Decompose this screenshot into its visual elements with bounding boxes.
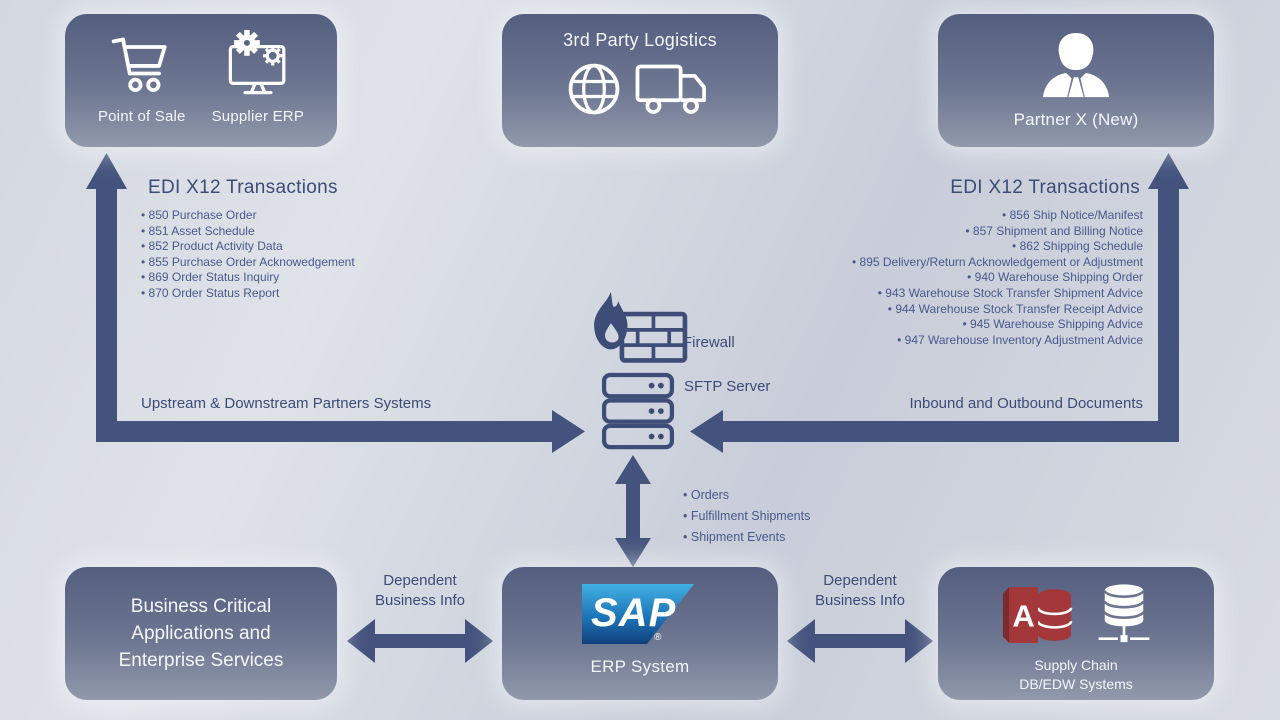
arrow-partners-sftp xyxy=(86,153,585,453)
arrow-partnerx-sftp xyxy=(690,153,1189,453)
arrow-sftp-erp-bidirectional xyxy=(615,455,651,567)
edi-right-list: 856 Ship Notice/Manifest857 Shipment and… xyxy=(852,208,1143,348)
list-item: 944 Warehouse Stock Transfer Receipt Adv… xyxy=(852,302,1143,318)
erp-system-label: ERP System xyxy=(590,657,690,676)
edi-right-title: EDI X12 Transactions xyxy=(950,177,1140,198)
list-item: Fulfillment Shipments xyxy=(683,506,811,527)
erp-flow-list: OrdersFulfillment ShipmentsShipment Even… xyxy=(683,485,811,548)
list-item: 895 Delivery/Return Acknowledgement or A… xyxy=(852,255,1143,271)
business-line1: Business Critical xyxy=(130,596,272,617)
supply-line1: Supply Chain xyxy=(1034,657,1118,673)
box-3rd-party-logistics: 3rd Party Logistics xyxy=(502,14,778,147)
gear-small-icon xyxy=(262,46,283,66)
box-sap-erp: SAP ® ERP System xyxy=(502,567,778,700)
logistics-title: 3rd Party Logistics xyxy=(563,30,717,50)
edi-left-list: 850 Purchase Order851 Asset Schedule852 … xyxy=(141,208,355,302)
box-point-of-sale-supplier-erp: Point of Sale xyxy=(65,14,337,147)
list-item: 945 Warehouse Shipping Advice xyxy=(852,317,1143,333)
list-item: 855 Purchase Order Acknowedgement xyxy=(141,255,355,271)
dependent-info-right: Dependent Business Info xyxy=(785,571,935,611)
list-item: Orders xyxy=(683,485,810,506)
dependent-left-line2: Business Info xyxy=(374,592,466,609)
list-item: 851 Asset Schedule xyxy=(141,224,355,240)
sftp-server-label: SFTP Server xyxy=(684,378,771,395)
list-item: 870 Order Status Report xyxy=(141,286,355,302)
access-database-cylinder xyxy=(1036,589,1073,641)
access-letter: A xyxy=(1012,598,1034,633)
dependent-right-line1: Dependent xyxy=(823,572,897,589)
person-icon xyxy=(1042,33,1110,98)
list-item: 943 Warehouse Stock Transfer Shipment Ad… xyxy=(852,286,1143,302)
list-item: 852 Product Activity Data xyxy=(141,239,355,255)
list-item: 857 Shipment and Billing Notice xyxy=(852,224,1143,240)
sap-registered-mark: ® xyxy=(654,632,662,643)
list-item: Shipment Events xyxy=(683,527,810,548)
sftp-server-icon xyxy=(601,372,675,450)
list-item: 940 Warehouse Shipping Order xyxy=(852,270,1143,286)
arrow-erp-business-bidirectional xyxy=(347,619,493,663)
supply-line2: DB/EDW Systems xyxy=(1019,676,1133,692)
point-of-sale-label: Point of Sale xyxy=(97,108,186,125)
erp-monitor-gears-icon xyxy=(228,30,286,95)
dependent-right-line2: Business Info xyxy=(814,592,906,609)
business-line3: Enterprise Services xyxy=(118,650,284,671)
truck-icon xyxy=(635,64,706,114)
shopping-cart-icon xyxy=(111,37,167,92)
edi-left-title: EDI X12 Transactions xyxy=(148,177,338,198)
list-item: 947 Warehouse Inventory Adjustment Advic… xyxy=(852,333,1143,349)
list-item: 862 Shipping Schedule xyxy=(852,239,1143,255)
sap-logo-text: SAP xyxy=(591,591,677,635)
dependent-left-line1: Dependent xyxy=(383,572,457,589)
firewall-label: Firewall xyxy=(683,334,735,351)
globe-icon xyxy=(568,63,620,115)
inbound-label: Inbound and Outbound Documents xyxy=(909,395,1143,412)
list-item: 869 Order Status Inquiry xyxy=(141,270,355,286)
firewall-icon xyxy=(594,291,688,363)
list-item: 856 Ship Notice/Manifest xyxy=(852,208,1143,224)
dependent-info-left: Dependent Business Info xyxy=(345,571,495,611)
arrow-erp-supply-bidirectional xyxy=(787,619,933,663)
sap-logo: SAP ® xyxy=(582,584,698,646)
supplier-erp-label: Supplier ERP xyxy=(211,108,305,125)
box-partner-x: Partner X (New) xyxy=(938,14,1214,147)
list-item: 850 Purchase Order xyxy=(141,208,355,224)
gear-large-icon xyxy=(233,30,260,56)
upstream-label: Upstream & Downstream Partners Systems xyxy=(141,395,432,412)
business-line2: Applications and xyxy=(131,623,271,644)
box-supply-chain-db: A Supply Chain DB/EDW Systems xyxy=(938,567,1214,700)
partner-x-label: Partner X (New) xyxy=(1013,110,1139,129)
ms-access-icon: A xyxy=(1002,587,1073,643)
database-network-icon xyxy=(1098,584,1150,643)
box-business-critical: Business Critical Applications and Enter… xyxy=(65,567,337,700)
